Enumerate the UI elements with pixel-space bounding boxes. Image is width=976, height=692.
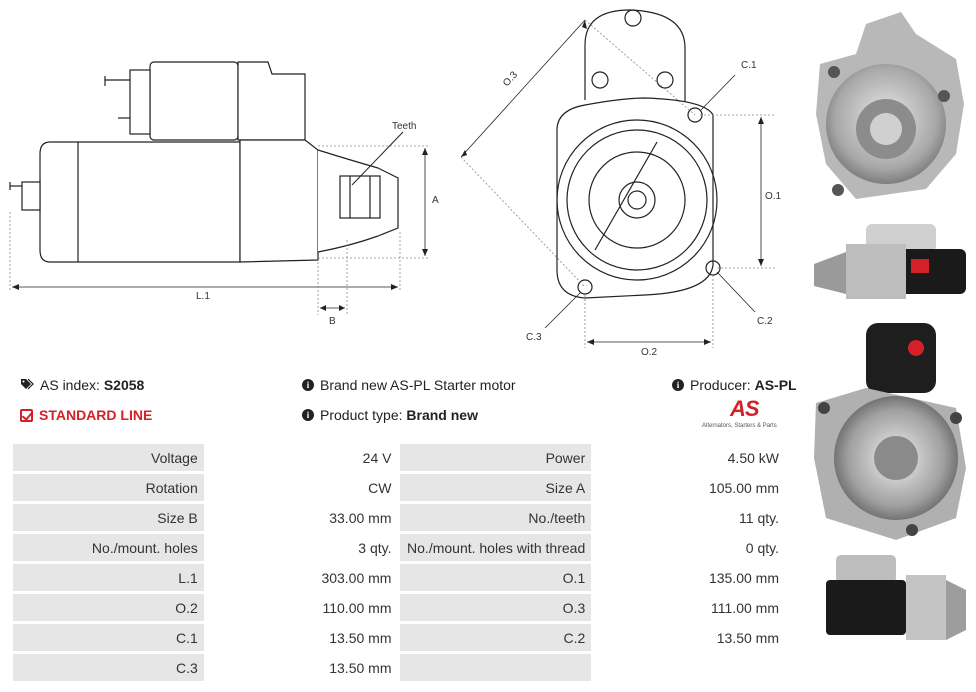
dim-c2-label: C.2 [757, 316, 773, 327]
info-icon: i [302, 379, 314, 391]
spec-value: 3 qty. [206, 534, 398, 561]
dim-o1-label: O.1 [765, 191, 782, 202]
dim-l1-label: L.1 [196, 291, 210, 302]
spec-label: L.1 [13, 564, 204, 591]
spec-label: Voltage [13, 444, 204, 471]
spec-value: 13.50 mm [206, 624, 398, 651]
spec-value: 33.00 mm [206, 504, 398, 531]
table-row: Voltage 24 V Power 4.50 kW [13, 444, 785, 471]
dim-o3-label: O.3 [501, 69, 520, 89]
spec-value: 303.00 mm [206, 564, 398, 591]
as-index-value: S2058 [103, 377, 145, 393]
brand-tagline: Alternators, Starters & Parts [702, 423, 777, 429]
spec-label: Size A [400, 474, 592, 501]
spec-value: 4.50 kW [594, 444, 785, 471]
spec-label: O.2 [13, 594, 204, 621]
producer-label: Producer: [690, 377, 751, 393]
dim-b-label: B [329, 316, 336, 327]
table-row: C.1 13.50 mm C.2 13.50 mm [13, 624, 785, 651]
info-icon: i [302, 409, 314, 421]
brand-new-text: Brand new AS-PL Starter motor [320, 377, 516, 393]
table-row: O.2 110.00 mm O.3 111.00 mm [13, 594, 785, 621]
teeth-label: Teeth [392, 121, 416, 132]
table-row: No./mount. holes 3 qty. No./mount. holes… [13, 534, 785, 561]
brand-logo-text: AS [730, 396, 760, 421]
standard-line: STANDARD LINE [20, 407, 152, 423]
spec-label: O.1 [400, 564, 592, 591]
table-row: Rotation CW Size A 105.00 mm [13, 474, 785, 501]
specs-table: Voltage 24 V Power 4.50 kW Rotation CW S… [10, 441, 788, 684]
brand-logo: AS Alternators, Starters & Parts [700, 396, 795, 432]
spec-value: 13.50 mm [206, 654, 398, 681]
as-index-label: AS index: [40, 377, 100, 393]
spec-value [594, 654, 785, 681]
front-view-drawing: O.3 C.1 O.1 C.2 C.3 O.2 [445, 0, 800, 358]
spec-label: No./teeth [400, 504, 592, 531]
product-photo-rear[interactable] [806, 318, 972, 544]
tags-icon [20, 377, 34, 393]
spec-value: 135.00 mm [594, 564, 785, 591]
spec-value: 110.00 mm [206, 594, 398, 621]
info-icon: i [672, 379, 684, 391]
spec-value: 111.00 mm [594, 594, 785, 621]
dim-c1-label: C.1 [741, 60, 757, 71]
product-type-label: Product type: [320, 407, 403, 423]
brand-new-line: i Brand new AS-PL Starter motor [302, 377, 516, 393]
spec-value: 0 qty. [594, 534, 785, 561]
spec-value: 11 qty. [594, 504, 785, 531]
spec-label: No./mount. holes with thread [400, 534, 592, 561]
as-index: AS index: S2058 [20, 377, 144, 393]
spec-value: CW [206, 474, 398, 501]
producer-value: AS-PL [754, 377, 797, 393]
spec-label: C.1 [13, 624, 204, 651]
spec-label: Size B [13, 504, 204, 531]
dim-a-label: A [432, 195, 439, 206]
product-type: i Product type: Brand new [302, 407, 478, 423]
dim-c3-label: C.3 [526, 332, 542, 343]
product-type-value: Brand new [406, 407, 478, 423]
checkbox-icon [20, 408, 33, 422]
spec-value: 105.00 mm [594, 474, 785, 501]
table-row: L.1 303.00 mm O.1 135.00 mm [13, 564, 785, 591]
spec-label: C.3 [13, 654, 204, 681]
dim-o2-label: O.2 [641, 347, 658, 355]
spec-label: Rotation [13, 474, 204, 501]
producer: i Producer: AS-PL [672, 377, 797, 393]
spec-label [400, 654, 592, 681]
spec-label: C.2 [400, 624, 592, 651]
spec-label: Power [400, 444, 592, 471]
product-photo-side[interactable] [806, 214, 972, 312]
table-row: Size B 33.00 mm No./teeth 11 qty. [13, 504, 785, 531]
table-row: C.3 13.50 mm [13, 654, 785, 681]
side-view-drawing: Teeth A L.1 B [0, 0, 445, 345]
spec-label: O.3 [400, 594, 592, 621]
spec-value: 24 V [206, 444, 398, 471]
product-photo-side-2[interactable] [806, 550, 972, 652]
spec-value: 13.50 mm [594, 624, 785, 651]
standard-line-label: STANDARD LINE [39, 407, 153, 423]
spec-label: No./mount. holes [13, 534, 204, 561]
product-photo-front[interactable] [806, 4, 972, 212]
